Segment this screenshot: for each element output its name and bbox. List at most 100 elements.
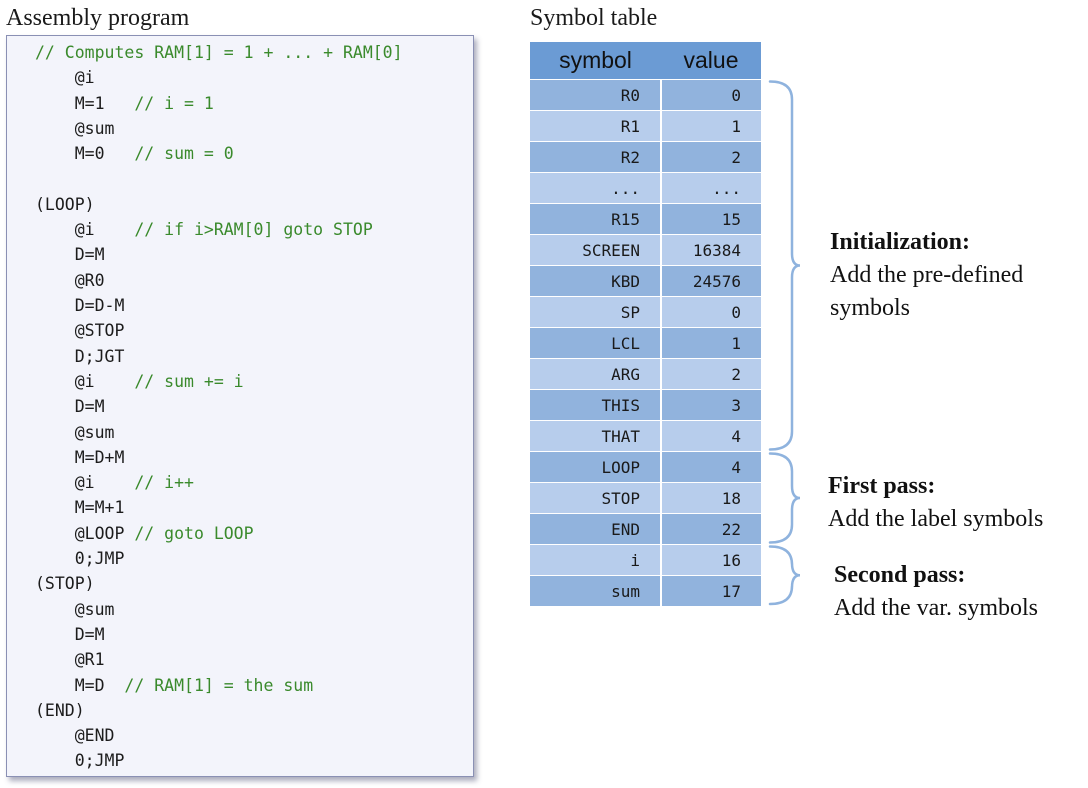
value-cell: ... xyxy=(661,172,761,204)
initialization-title: Initialization: xyxy=(830,229,971,255)
code-comment: // i = 1 xyxy=(134,93,214,113)
value-cell: 16384 xyxy=(661,234,761,266)
code-line: (LOOP) xyxy=(35,192,95,217)
code-line: @i xyxy=(35,65,95,90)
code-instruction: @i xyxy=(35,473,135,493)
symbol-row: ...... xyxy=(530,172,761,204)
code-instruction: M=D+M xyxy=(35,447,125,467)
first-pass-description: Add the label symbols xyxy=(828,506,1044,532)
code-line: 0;JMP xyxy=(35,748,125,773)
value-cell: 16 xyxy=(661,544,761,576)
value-cell: 18 xyxy=(661,482,761,514)
value-cell: 3 xyxy=(661,389,761,421)
value-cell: 4 xyxy=(661,451,761,483)
code-instruction: @i xyxy=(35,68,95,88)
code-comment: // sum = 0 xyxy=(134,144,234,164)
symbol-cell: sum xyxy=(530,575,662,606)
value-cell: 0 xyxy=(661,296,761,328)
symbol-cell: STOP xyxy=(530,482,662,514)
code-instruction: D=D-M xyxy=(35,296,125,315)
code-line: @i // i++ xyxy=(35,470,194,495)
code-comment: // Computes RAM[1] = 1 + ... + RAM[0] xyxy=(35,43,403,62)
value-cell: 1 xyxy=(661,110,761,142)
code-instruction: @i xyxy=(35,220,135,240)
symbol-column-header: symbol xyxy=(530,42,661,80)
code-line: @END xyxy=(35,723,115,748)
code-line: @R1 xyxy=(35,647,105,672)
code-line: (STOP) xyxy=(35,571,95,596)
symbol-table-header-row: symbol value xyxy=(530,42,761,80)
symbol-cell: R2 xyxy=(530,141,662,173)
symbol-cell: R15 xyxy=(530,203,662,235)
code-instruction: @R0 xyxy=(35,270,105,290)
code-line: (END) xyxy=(35,698,85,723)
code-line: // Computes RAM[1] = 1 + ... + RAM[0] xyxy=(35,40,403,65)
value-cell: 4 xyxy=(661,420,761,452)
symbol-cell: R0 xyxy=(530,79,662,111)
code-line: @R0 xyxy=(35,268,105,293)
first-pass-brace xyxy=(768,452,801,544)
code-instruction: 0;JMP xyxy=(35,549,125,568)
symbol-cell: i xyxy=(530,544,662,576)
code-instruction: (LOOP) xyxy=(35,194,95,214)
code-line: @i // if i>RAM[0] goto STOP xyxy=(35,217,373,242)
code-line: D=M xyxy=(35,242,105,267)
symbol-cell: END xyxy=(530,513,662,545)
assembly-code-panel: // Computes RAM[1] = 1 + ... + RAM[0] @i… xyxy=(6,35,474,777)
code-line: @sum xyxy=(35,597,115,622)
code-instruction: @i xyxy=(35,371,135,391)
code-line: @sum xyxy=(35,420,115,445)
code-instruction: @sum xyxy=(35,599,115,619)
code-comment: // sum += i xyxy=(134,371,244,391)
initialization-brace xyxy=(768,80,801,451)
value-column-header: value xyxy=(661,42,761,80)
code-instruction: M=0 xyxy=(35,144,135,164)
code-line: M=D+M xyxy=(35,445,125,470)
code-line: M=0 // sum = 0 xyxy=(35,141,234,166)
value-cell: 2 xyxy=(661,358,761,390)
code-line: 0;JMP xyxy=(35,546,125,571)
code-instruction: 0;JMP xyxy=(35,751,125,771)
code-instruction: @R1 xyxy=(35,650,105,670)
code-instruction: @LOOP xyxy=(35,523,135,543)
code-line: D=M xyxy=(35,394,105,419)
symbol-cell: LOOP xyxy=(530,451,662,483)
code-line: M=1 // i = 1 xyxy=(35,91,214,116)
code-line: @sum xyxy=(35,116,115,141)
code-line: D=M xyxy=(35,622,105,647)
code-instruction: D;JGT xyxy=(35,346,125,366)
code-comment: // RAM[1] = the sum xyxy=(124,675,314,695)
code-instruction: M=M+1 xyxy=(35,498,125,518)
code-line: @LOOP // goto LOOP xyxy=(35,521,254,546)
code-instruction: @sum xyxy=(35,118,115,138)
code-instruction: D=M xyxy=(35,245,105,265)
code-instruction: M=D xyxy=(35,675,125,695)
second-pass-annotation: Second pass: Add the var. symbols xyxy=(834,559,1084,625)
value-cell: 24576 xyxy=(661,265,761,297)
code-instruction: D=M xyxy=(35,397,105,417)
code-line: D;JGT xyxy=(35,344,125,369)
code-comment: // i++ xyxy=(134,473,194,493)
code-instruction: @sum xyxy=(35,422,115,442)
initialization-description: Add the pre-defined symbols xyxy=(830,262,1024,321)
code-instruction: @STOP xyxy=(35,321,125,341)
symbol-cell: KBD xyxy=(530,265,662,297)
code-instruction: @END xyxy=(35,726,115,746)
code-instruction: (STOP) xyxy=(35,574,95,594)
code-line: @STOP xyxy=(35,318,125,343)
code-line: @i // sum += i xyxy=(35,369,244,394)
code-line: D=D-M xyxy=(35,293,125,318)
value-cell: 2 xyxy=(661,141,761,173)
